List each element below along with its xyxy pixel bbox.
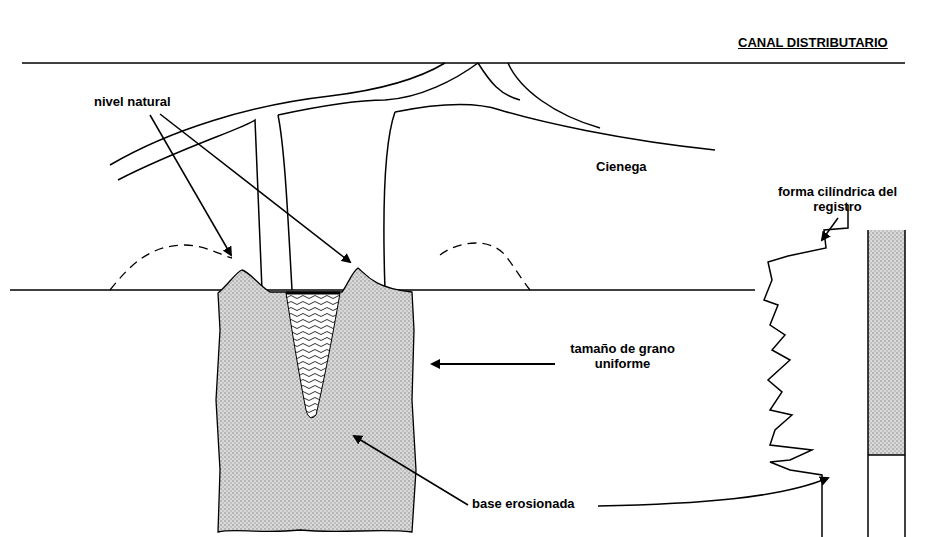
eroded-base-label: base erosionada <box>472 497 602 512</box>
levee-label: nivel natural <box>94 95 204 110</box>
diagram-title: CANAL DISTRIBUTARIO <box>738 36 888 51</box>
swamp-label: Cienega <box>596 160 676 175</box>
log-shape-label: forma cilíndrica del registro <box>770 185 905 215</box>
grain-size-label: tamaño de grano uniforme <box>560 342 685 372</box>
